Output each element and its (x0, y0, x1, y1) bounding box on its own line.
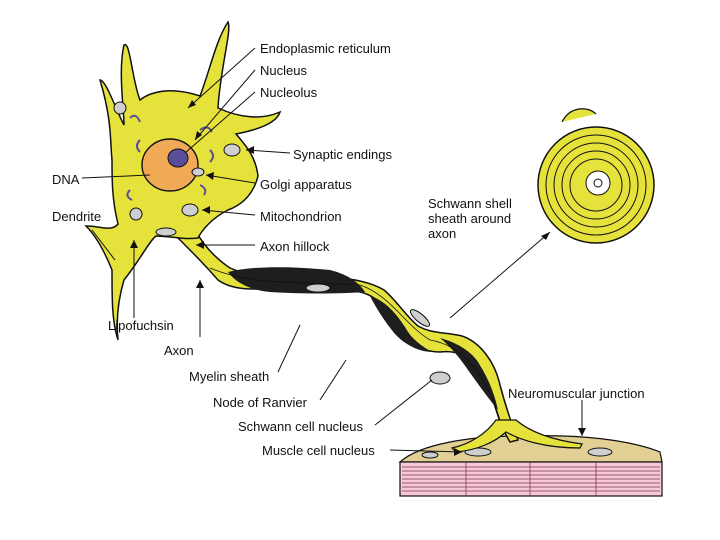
muscle-cell-nucleus-3 (421, 451, 439, 459)
label-lipofuchsin: Lipofuchsin (108, 318, 174, 333)
leader-lines (81, 47, 583, 453)
label-dna: DNA (52, 172, 80, 187)
leader-nucleus (194, 69, 256, 141)
neuromuscular-terminal (450, 419, 583, 453)
mitochondrion-1 (181, 203, 199, 217)
label-myelin-sheath: Myelin sheath (189, 369, 270, 384)
myelin-segment-3 (440, 338, 498, 410)
label-dendrite: Dendrite (52, 209, 102, 224)
schwann-sheath-cross-section (537, 108, 655, 244)
label-node-of-ranvier: Node of Ranvier (213, 395, 307, 410)
label-axon-hillock: Axon hillock (260, 239, 330, 254)
label-golgi-apparatus: Golgi apparatus (260, 177, 352, 192)
arrowhead-muscle-nucleus (454, 448, 462, 456)
arrowhead-synaptic (246, 146, 254, 154)
lipofuchsin-granule (129, 207, 143, 221)
label-nucleolus: Nucleolus (260, 85, 318, 100)
arrowhead-lipofuchsin (130, 240, 138, 248)
schwann-cell-nucleus-2 (409, 309, 431, 327)
label-neuromuscular-junction: Neuromuscular junction (508, 386, 645, 401)
arrowhead-nucleus (195, 131, 202, 140)
myelin-segment-1 (228, 267, 365, 294)
cell-body (84, 20, 282, 341)
myelin-segment-2 (370, 296, 432, 352)
label-schwann-cell-nucleus: Schwann cell nucleus (238, 419, 364, 434)
arrowhead-er (188, 100, 196, 108)
arrowhead-hillock (196, 241, 204, 249)
label-nucleus: Nucleus (260, 63, 307, 78)
arrowhead-schwann-shell (541, 232, 550, 240)
label-schwann-shell: Schwann shell sheath around axon (428, 196, 512, 241)
label-mitochondrion: Mitochondrion (260, 209, 342, 224)
axon-path (173, 229, 520, 443)
leader-dendrite (91, 229, 116, 261)
arrowheads (130, 100, 586, 456)
leader-schwann-shell (449, 231, 551, 319)
nucleolus (167, 148, 189, 168)
label-axon: Axon (164, 343, 194, 358)
arrowhead-golgi (206, 172, 214, 180)
axon-outer (173, 229, 520, 443)
schwann-cell-nucleus-3 (429, 371, 451, 385)
endoplasmic-reticulum (126, 114, 214, 201)
axon-core-line (209, 267, 501, 421)
synaptic-ending (223, 143, 241, 157)
golgi-1 (191, 167, 205, 177)
dendrite-organelle (113, 101, 127, 115)
leader-nucleolus (184, 91, 256, 154)
arrowhead-axon (196, 280, 204, 288)
leader-schwann-nucleus (374, 379, 433, 426)
leader-ranvier (319, 359, 347, 401)
leader-er (187, 47, 256, 109)
leader-muscle-nucleus (389, 449, 463, 453)
nucleus (141, 138, 199, 192)
arrowhead-mito (202, 206, 210, 214)
muscle-cell-nucleus-2 (587, 447, 613, 457)
label-muscle-cell-nucleus: Muscle cell nucleus (262, 443, 375, 458)
leader-myelin (277, 324, 301, 373)
terminal-branches (450, 419, 583, 453)
label-synaptic-endings: Synaptic endings (293, 147, 393, 162)
leader-golgi (205, 174, 256, 184)
schwann-cell-nucleus-1 (305, 283, 331, 293)
leader-mito (201, 209, 256, 216)
leader-dna (81, 174, 151, 179)
mitochondrion-2 (155, 227, 177, 237)
label-endoplasmic-reticulum: Endoplasmic reticulum (260, 41, 391, 56)
muscle-fiber (398, 435, 663, 497)
arrowhead-nmj (578, 428, 586, 436)
